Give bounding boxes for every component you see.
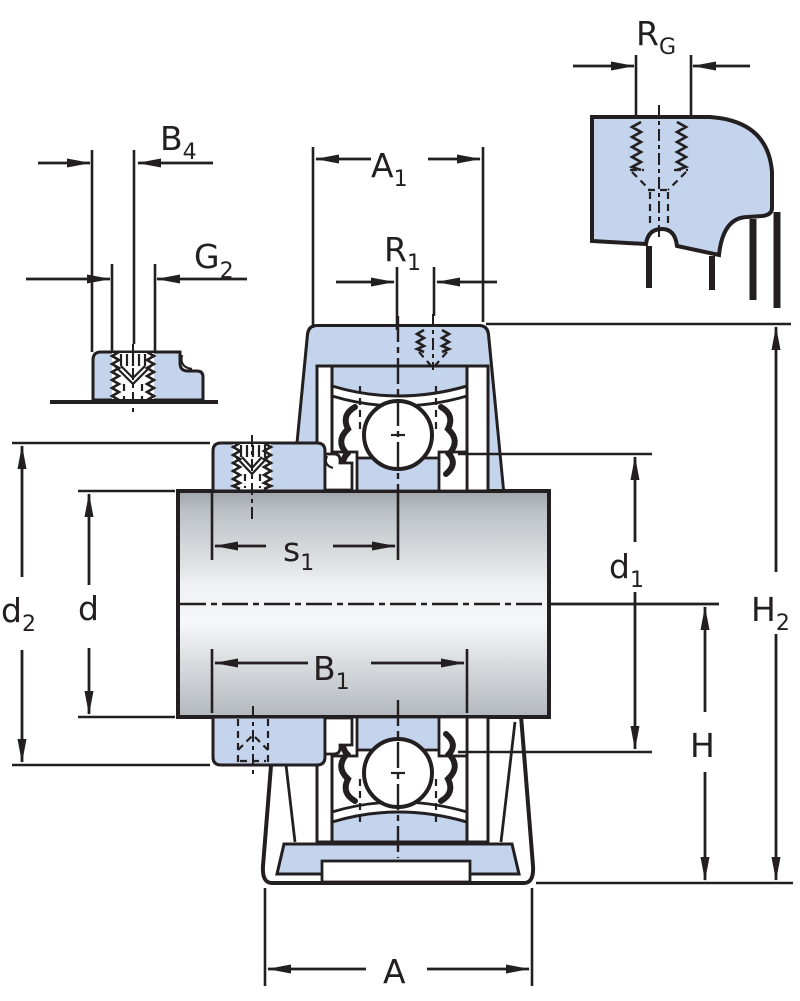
locking-collar-bottom — [211, 706, 354, 776]
dim-d1: d1 — [458, 452, 652, 754]
dim-rg: RG — [573, 14, 750, 116]
dim-a: A — [263, 888, 534, 991]
thread-zigzag — [413, 328, 427, 354]
seal-carrier-step — [323, 452, 354, 492]
housing-boss-section — [590, 115, 774, 258]
thread-zigzag — [109, 350, 122, 402]
thread-zigzag — [144, 350, 157, 402]
housing-wall-inner-right — [499, 721, 517, 843]
label-h2: H2 — [751, 590, 790, 636]
thread-cone-hidden — [418, 351, 448, 369]
screw-hidden-lines — [243, 474, 262, 488]
screw-hidden-lines — [122, 384, 144, 399]
thread-zigzag — [439, 328, 453, 354]
dim-d2: d2 — [1, 441, 210, 767]
centerlines — [180, 316, 719, 858]
label-rg: RG — [636, 14, 676, 60]
dim-b1: B1 — [210, 649, 469, 713]
label-b1: B1 — [313, 649, 350, 695]
dim-a1: A1 — [311, 146, 485, 328]
label-d1: d1 — [609, 547, 644, 593]
seal-lip-detail — [180, 354, 193, 371]
detail-grease-fitting — [590, 105, 781, 308]
label-r1: R1 — [384, 230, 421, 276]
dim-h2: H2 — [486, 322, 793, 885]
label-s1: s1 — [283, 530, 314, 576]
hidden-hole-lines — [630, 168, 688, 228]
collar-body — [211, 715, 327, 767]
dim-s1: s1 — [210, 493, 396, 576]
label-d: d — [78, 589, 99, 628]
label-a1: A1 — [371, 146, 408, 192]
label-b4: B4 — [160, 119, 197, 165]
detail-set-screw-collar — [50, 344, 218, 413]
label-a: A — [383, 952, 406, 991]
grease-hole-top — [413, 314, 453, 370]
dim-h: H — [690, 606, 715, 881]
thread-zigzag — [674, 120, 690, 172]
dim-d: d — [78, 489, 175, 719]
thread-zigzag — [628, 120, 644, 172]
label-h: H — [690, 726, 715, 765]
dim-b4: B4 — [38, 119, 213, 352]
label-g2: G2 — [194, 237, 234, 284]
seal-lip — [324, 455, 334, 470]
base-recess — [320, 859, 472, 884]
dim-g2: G2 — [26, 237, 247, 352]
seal-carrier-step — [323, 716, 354, 756]
label-d2: d2 — [1, 591, 36, 637]
locking-collar-top — [211, 435, 354, 520]
dim-r1: R1 — [336, 230, 497, 330]
